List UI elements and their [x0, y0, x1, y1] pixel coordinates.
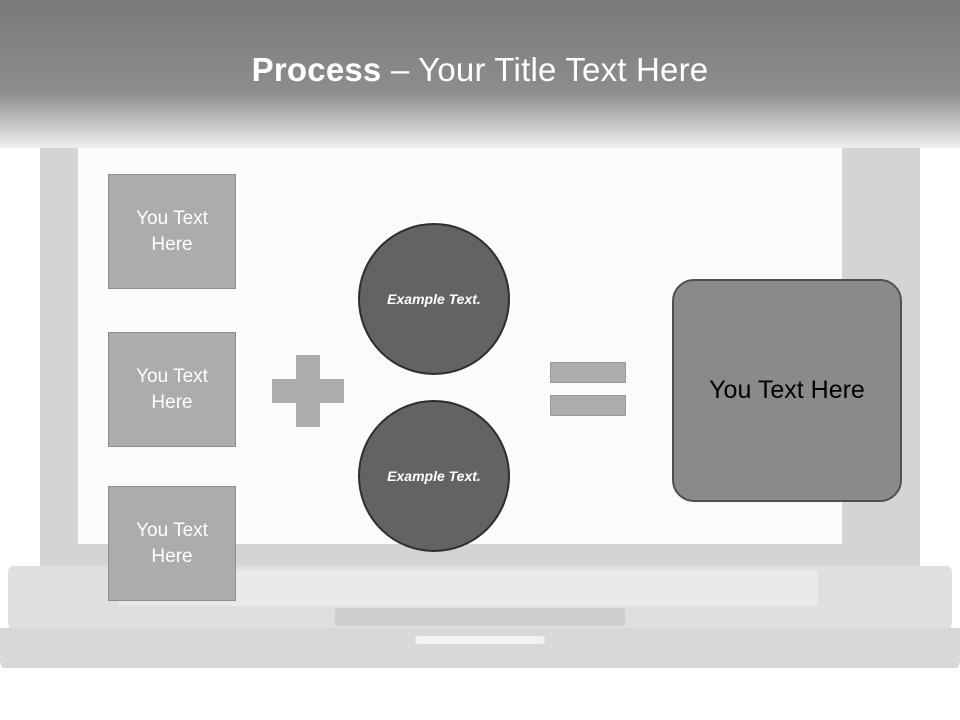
- left-box-1-label: You Text Here: [136, 207, 208, 255]
- laptop-base-front: [0, 628, 960, 674]
- circle-2-label: Example Text.: [387, 468, 481, 484]
- left-box-2-label: You Text Here: [136, 365, 208, 413]
- result-box[interactable]: You Text Here: [672, 279, 902, 502]
- plus-icon: [272, 355, 344, 427]
- left-box-3[interactable]: You Text Here: [108, 486, 236, 601]
- laptop-trackpad: [335, 608, 625, 626]
- left-box-3-label: You Text Here: [136, 519, 208, 567]
- result-box-label: You Text Here: [709, 376, 865, 404]
- page-title: Process – Your Title Text Here: [0, 50, 960, 90]
- plus-icon-vertical-bar: [296, 355, 320, 427]
- circle-1-label: Example Text.: [387, 291, 481, 307]
- left-box-1[interactable]: You Text Here: [108, 174, 236, 289]
- left-box-2[interactable]: You Text Here: [108, 332, 236, 447]
- circle-1[interactable]: Example Text.: [358, 223, 510, 375]
- equals-icon: [550, 362, 626, 420]
- title-band: [0, 0, 960, 148]
- circle-2[interactable]: Example Text.: [358, 400, 510, 552]
- equals-icon-top-bar: [550, 362, 626, 383]
- page-title-bold: Process: [251, 51, 382, 88]
- laptop-bottom-fade: [0, 668, 960, 720]
- laptop-latch: [415, 636, 545, 644]
- page-title-rest: – Your Title Text Here: [381, 51, 709, 88]
- equals-icon-bottom-bar: [550, 395, 626, 416]
